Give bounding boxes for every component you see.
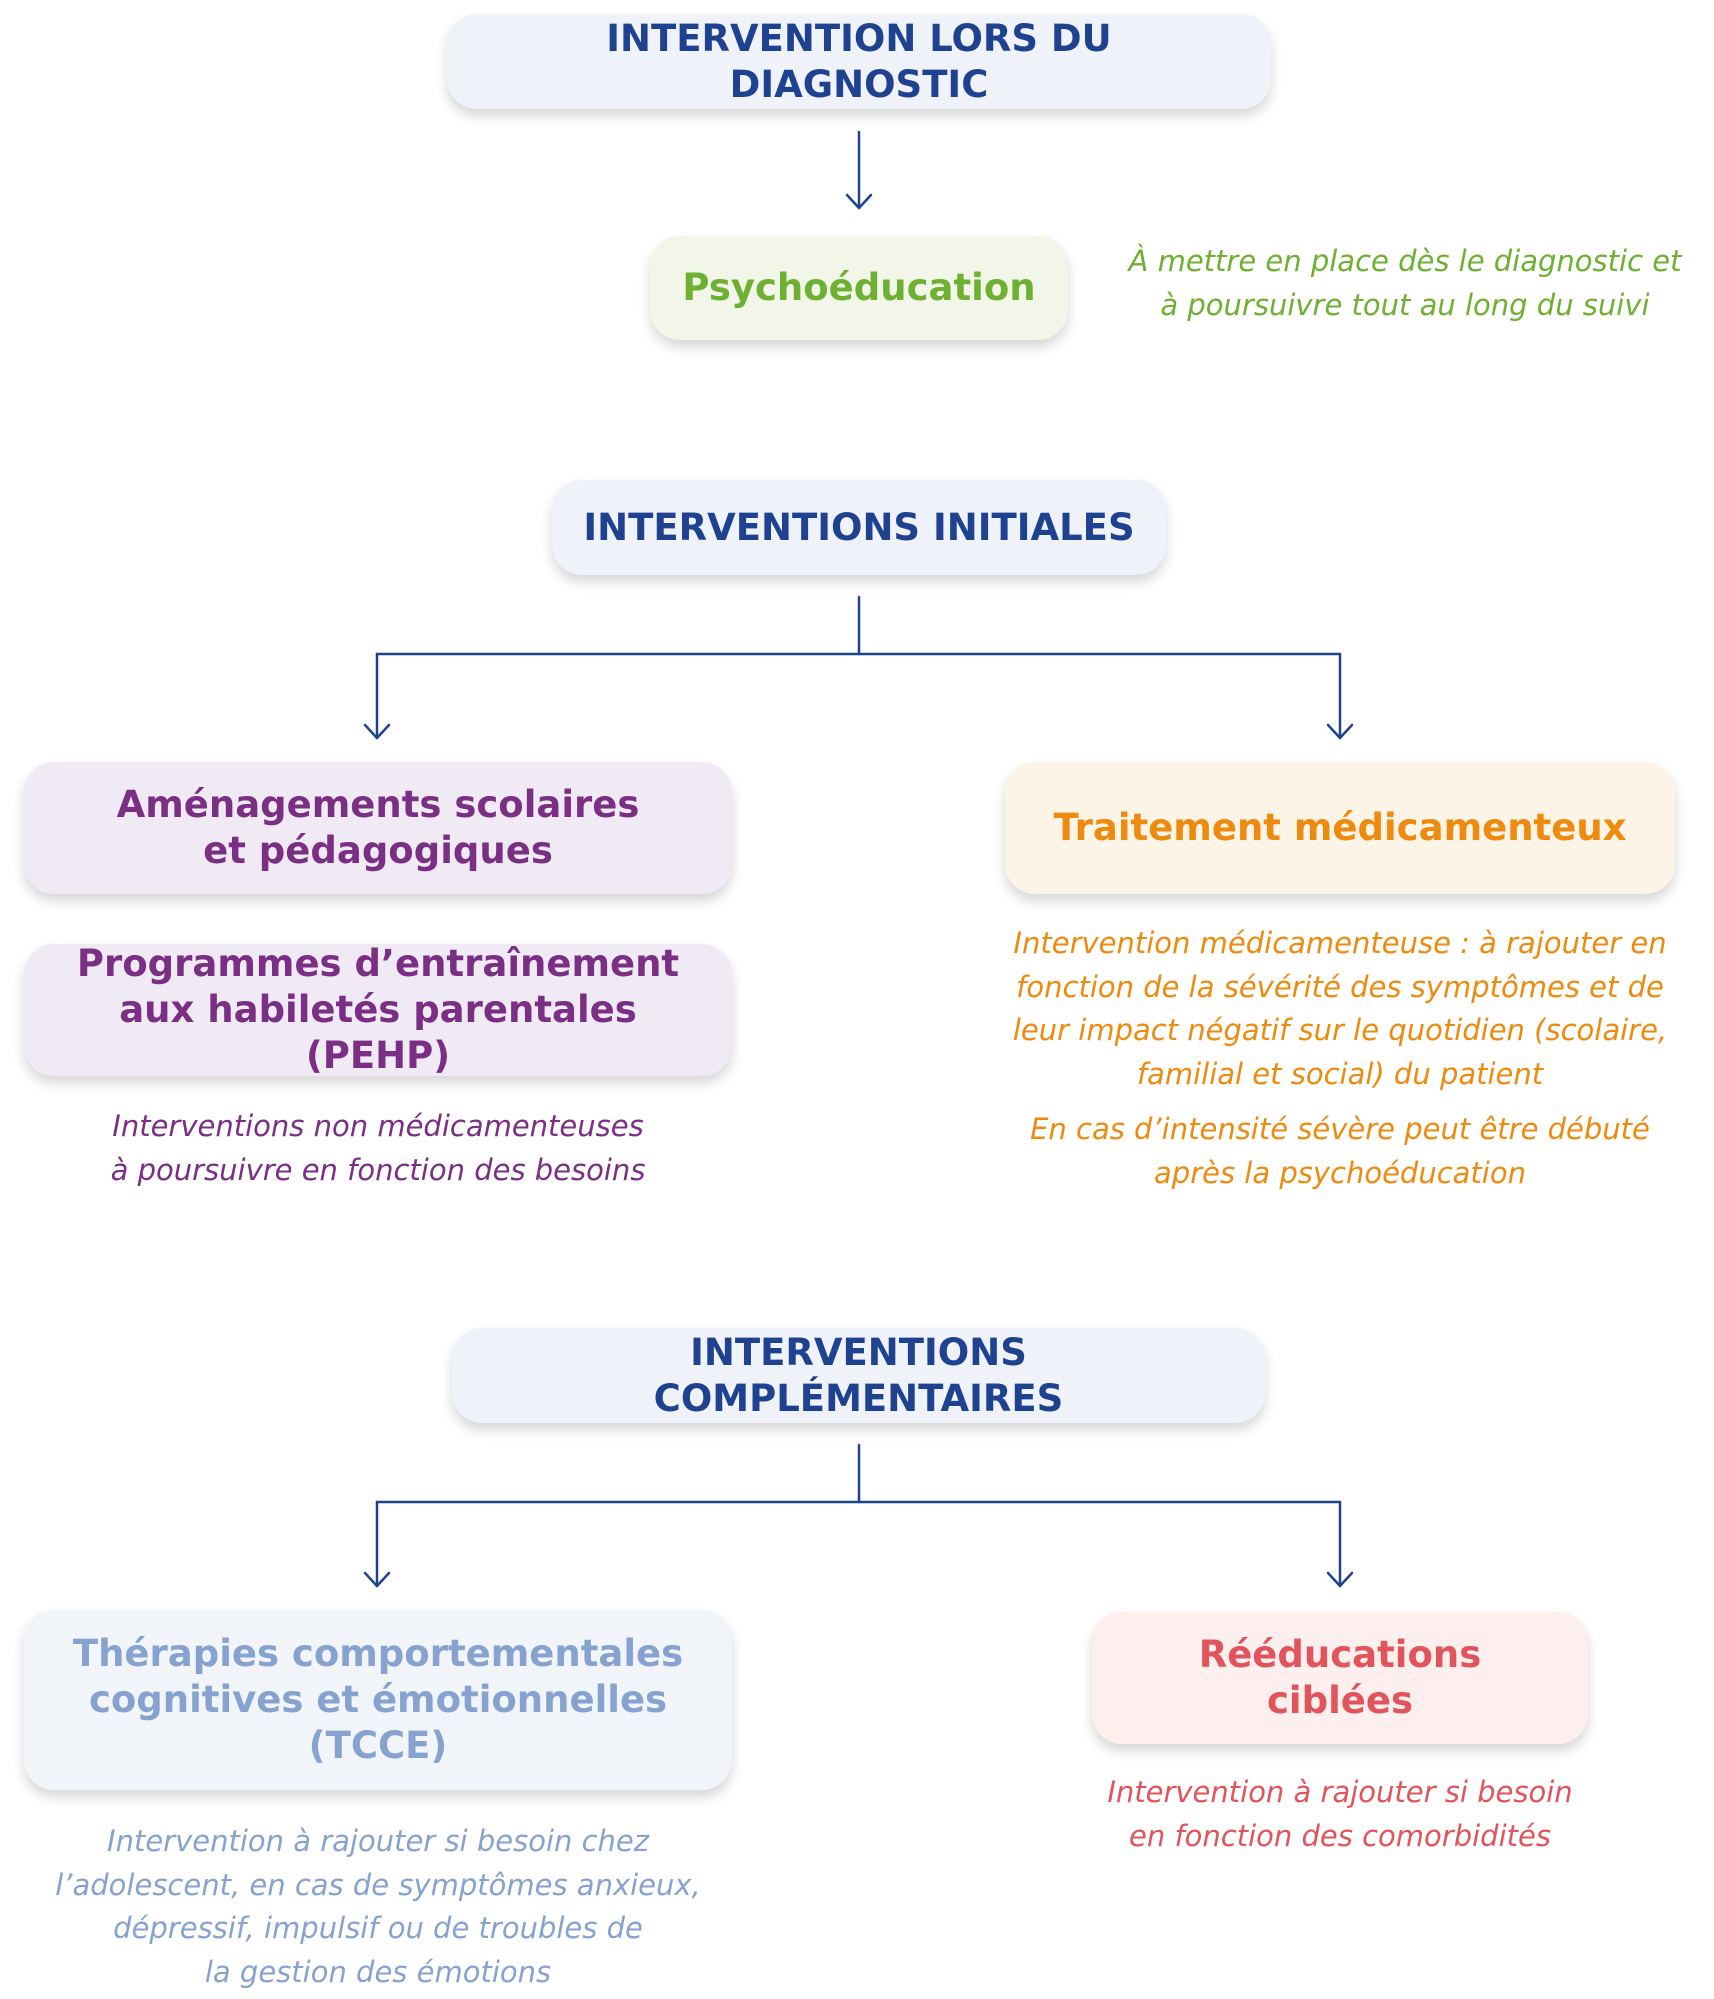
medication-note-1: Intervention médicamenteuse : à rajouter…	[1012, 926, 1668, 1091]
psychoeducation-box: Psychoéducation	[650, 236, 1068, 340]
section-diagnostic: INTERVENTION LORS DU DIAGNOSTIC	[447, 14, 1271, 109]
tree-initial-interventions	[363, 595, 1354, 740]
school-adjustments-box: Aménagements scolaires et pédagogiques	[24, 762, 732, 894]
arrow-diagnostic-to-psychoeducation	[845, 130, 873, 210]
tcce-note: Intervention à rajouter si besoin chez l…	[55, 1824, 701, 1989]
medication-box: Traitement médicamenteux	[1005, 762, 1675, 894]
parent-training-box: Programmes d’entraînement aux habiletés …	[24, 942, 732, 1077]
reeducation-note: Intervention à rajouter si besoin en fon…	[1107, 1775, 1573, 1853]
non-medication-note: Interventions non médicamenteuses à pour…	[110, 1109, 646, 1187]
psychoeducation-note: À mettre en place dès le diagnostic et à…	[1128, 244, 1682, 322]
reeducation-box: Rééducations ciblées	[1092, 1612, 1588, 1744]
tree-complementary-interventions	[363, 1443, 1354, 1588]
section-initial-interventions: INTERVENTIONS INITIALES	[552, 480, 1166, 575]
medication-note-2: En cas d’intensité sévère peut être débu…	[1030, 1112, 1650, 1190]
tcce-box: Thérapies comportementales cognitives et…	[24, 1610, 732, 1790]
section-complementary-interventions: INTERVENTIONS COMPLÉMENTAIRES	[452, 1328, 1265, 1423]
